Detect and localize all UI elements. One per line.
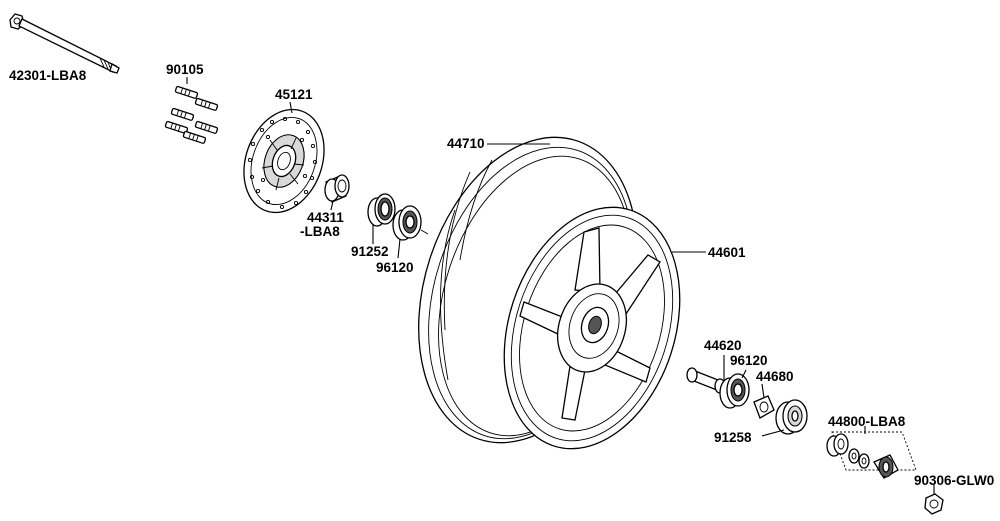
spacer [686, 367, 726, 394]
label-bearing-left-2: 96120 [376, 260, 414, 275]
gear-box-assembly [826, 431, 917, 479]
label-bolts: 90105 [166, 62, 204, 77]
label-spacer: 44620 [704, 338, 742, 353]
label-seal: 91258 [714, 430, 752, 445]
retainer-plate [753, 395, 775, 419]
disc-bolts [164, 85, 219, 144]
label-retainer: 44680 [756, 369, 794, 384]
oil-seal [775, 399, 808, 435]
label-gear-box: 44800-LBA8 [828, 414, 906, 429]
brake-disc [243, 108, 325, 214]
bearing-left-outer [367, 193, 396, 227]
label-collar-line1: 44311 [307, 210, 344, 225]
label-disc: 45121 [275, 87, 313, 102]
label-tire: 44710 [447, 136, 485, 151]
label-bearing-right: 96120 [730, 353, 768, 368]
label-axle: 42301-LBA8 [9, 68, 87, 83]
label-bearing-left: 91252 [351, 244, 389, 259]
label-nut: 90306-GLW0 [914, 473, 994, 488]
label-rim: 44601 [708, 245, 746, 260]
rim [503, 206, 681, 450]
bearing-right [719, 373, 750, 409]
axle-shaft [9, 13, 120, 74]
label-collar-line2: -LBA8 [300, 224, 340, 239]
collar [324, 174, 350, 203]
bearing-left-inner [392, 205, 429, 241]
axle-nut [924, 493, 944, 515]
